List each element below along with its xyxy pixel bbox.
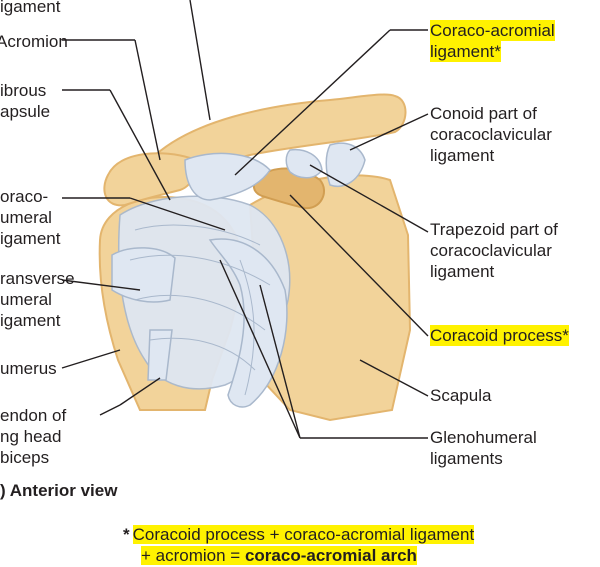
label-trapezoid-1: Trapezoid part of	[430, 220, 558, 239]
label-coraco-humeral-1: oraco-	[0, 187, 49, 206]
label-conoid-1: Conoid part of	[430, 104, 537, 123]
label-tendon-2: ng head	[0, 427, 62, 446]
label-glenohumeral-2: ligaments	[430, 449, 503, 468]
figure-caption: ) Anterior view	[0, 481, 118, 500]
arch-note-term: coraco-acromial arch	[244, 546, 417, 565]
label-coraco-humeral-3: igament	[0, 229, 61, 248]
label-fibrous-capsule-1: ibrous	[0, 81, 47, 100]
biceps-tendon	[147, 329, 173, 381]
label-coraco-acromial-ligament-1: Coraco-acromial	[430, 20, 555, 41]
ligament-fibers	[129, 224, 271, 396]
label-conoid-3: ligament	[430, 146, 495, 165]
arch-note: *Coracoid process + coraco-acromial liga…	[123, 524, 475, 566]
label-tendon-1: endon of	[0, 406, 67, 425]
label-glenohumeral-1: Glenohumeral	[430, 428, 537, 447]
asterisk: *	[123, 525, 130, 544]
label-conoid-2: coracoclavicular	[430, 125, 552, 144]
label-coraco-acromial-ligament-2: ligament*	[430, 41, 501, 62]
label-coraco-humeral-2: umeral	[0, 208, 52, 227]
label-tendon-3: biceps	[0, 448, 50, 467]
trapezoid-ligament	[285, 148, 323, 179]
leader-lines	[61, 0, 429, 439]
label-scapula: Scapula	[430, 386, 492, 405]
label-coracoid-process: Coracoid process*	[430, 325, 569, 346]
label-trapezoid-3: ligament	[430, 262, 495, 281]
label-transverse-3: igament	[0, 311, 61, 330]
label-ligament-top: igament	[0, 0, 61, 16]
label-trapezoid-2: coracoclavicular	[430, 241, 552, 260]
conoid-ligament	[325, 142, 366, 187]
label-humerus: umerus	[0, 359, 57, 378]
coraco-acromial-ligament	[184, 152, 271, 201]
transverse-humeral-ligament	[111, 247, 176, 303]
label-transverse-2: umeral	[0, 290, 52, 309]
arch-note-line-1: *Coracoid process + coraco-acromial liga…	[123, 524, 475, 545]
arch-note-line-2: + acromion = coraco-acromial arch	[123, 545, 474, 566]
arch-note-text-2: + acromion = coraco-acromial arch	[141, 546, 417, 565]
arch-note-prefix: + acromion =	[141, 546, 245, 565]
label-transverse-1: ransverse	[0, 269, 75, 288]
acromion	[103, 152, 197, 207]
label-acromion: Acromion	[0, 32, 68, 51]
arch-note-text-1: Coracoid process + coraco-acromial ligam…	[132, 525, 475, 544]
label-fibrous-capsule-2: apsule	[0, 102, 51, 121]
